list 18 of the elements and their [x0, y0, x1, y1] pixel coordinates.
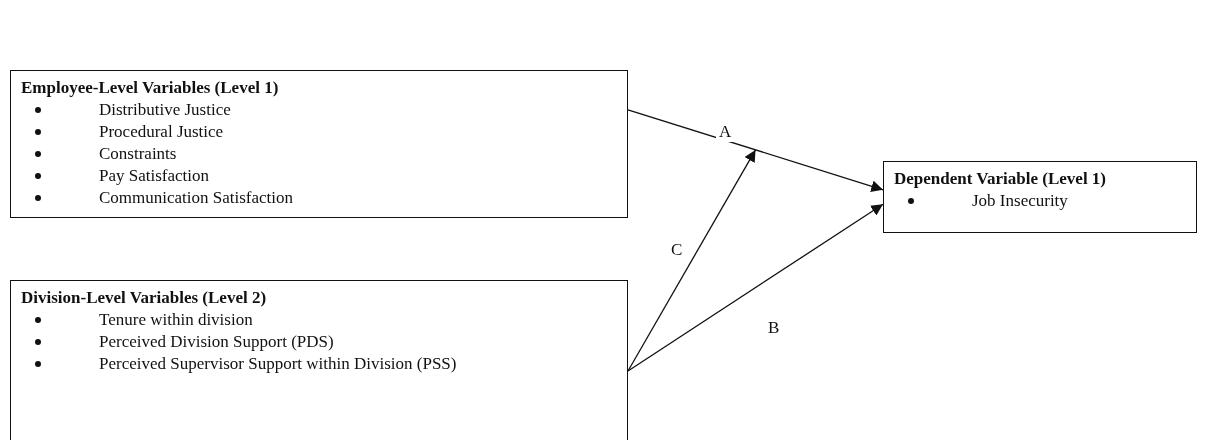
bullet-item: Pay Satisfaction — [99, 166, 209, 185]
variable-box — [883, 161, 1197, 233]
box-heading: Dependent Variable (Level 1) — [894, 168, 1107, 190]
bullet-item: Perceived Division Support (PDS) — [99, 332, 334, 351]
arrow — [627, 149, 757, 372]
bullet-item: Procedural Justice — [99, 122, 224, 141]
variable-box — [10, 280, 628, 440]
bullet-item: Tenure within division — [99, 310, 253, 329]
variable-box — [10, 70, 628, 218]
bullet-item: Constraints — [99, 144, 177, 163]
box-heading: Division-Level Variables (Level 2) — [21, 287, 267, 309]
bullet-item: Job Insecurity — [972, 191, 1068, 210]
bullet-item: Communication Satisfaction — [99, 188, 294, 207]
bullet-item: Perceived Supervisor Support within Division (PSS) — [99, 354, 457, 373]
bullet-item: Distributive Justice — [99, 100, 231, 119]
arrow — [627, 109, 884, 192]
arrow — [627, 203, 884, 372]
box-heading: Employee-Level Variables (Level 1) — [21, 77, 279, 99]
